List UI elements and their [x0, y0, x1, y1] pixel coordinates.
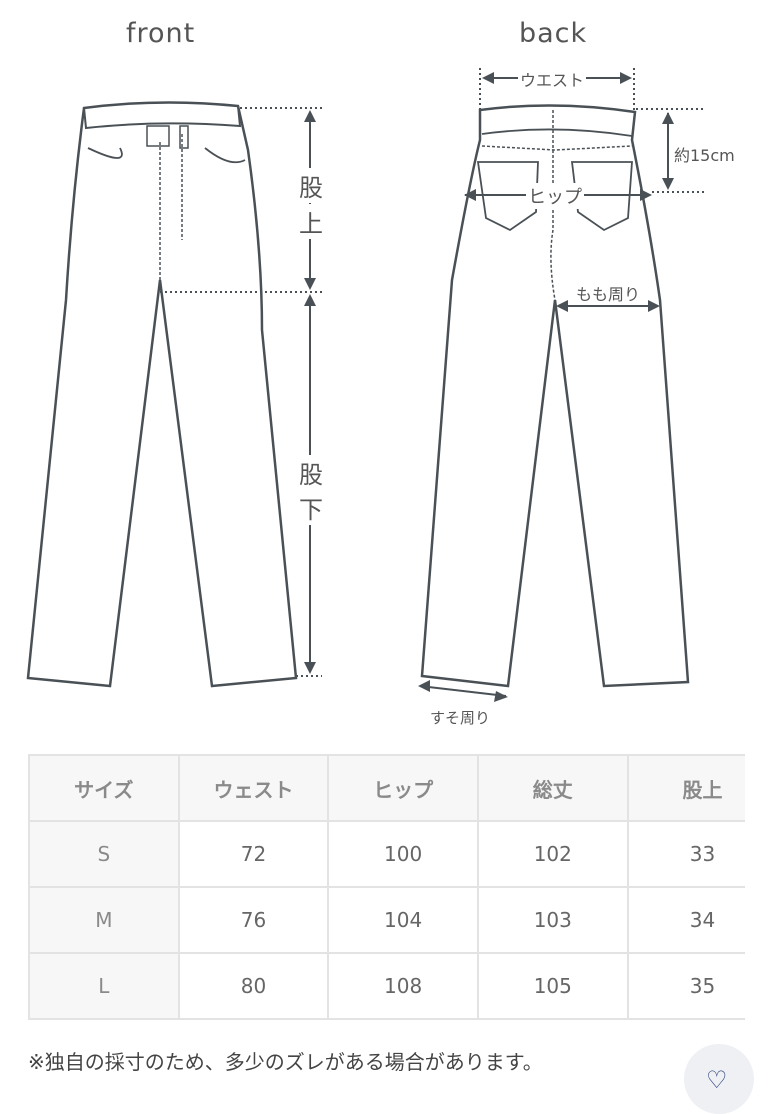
header-waist: ウェスト	[177, 754, 330, 822]
cell: 104	[327, 886, 479, 954]
cell: S	[28, 820, 180, 888]
table-row: S 72 100 102 33 68	[28, 820, 745, 888]
front-pants-drawing	[26, 101, 298, 688]
header-rise: 股上	[626, 754, 745, 822]
cell: 103	[476, 886, 629, 954]
header-size: サイズ	[28, 754, 180, 822]
back-label: back	[519, 18, 588, 49]
header-total-length: 総丈	[476, 754, 629, 822]
cell: 108	[327, 952, 479, 1020]
front-label: front	[126, 18, 196, 49]
size-table[interactable]: サイズ ウェスト ヒップ 総丈 股上 股下 S 72 100 102 33 68…	[28, 754, 745, 1020]
cell: 76	[177, 886, 330, 954]
hem-label: すそ周り	[428, 707, 493, 728]
pants-diagram	[26, 68, 706, 702]
hip-label: ヒップ	[526, 183, 584, 209]
cell: 100	[327, 820, 479, 888]
heart-icon: ♡	[706, 1066, 728, 1094]
cell: 105	[476, 952, 629, 1020]
measurement-note: ※独自の採寸のため、多少のズレがある場合があります。	[28, 1050, 543, 1074]
approx-15cm-label: 約15cm	[674, 142, 735, 166]
waist-label: ウエスト	[518, 67, 587, 91]
table-header-row: サイズ ウェスト ヒップ 総丈 股上 股下	[28, 754, 745, 822]
thigh-label: もも周り	[574, 281, 643, 305]
header-hip: ヒップ	[327, 754, 479, 822]
rise-label-2: 上	[297, 204, 325, 239]
cell: 35	[626, 952, 745, 1020]
cell: L	[28, 952, 180, 1020]
cell: 80	[177, 952, 330, 1020]
rise-label-1: 股	[297, 168, 325, 203]
cell: 33	[626, 820, 745, 888]
inseam-label-2: 下	[297, 490, 325, 525]
inseam-label-1: 股	[297, 455, 325, 490]
cell: 72	[177, 820, 330, 888]
cell: 34	[626, 886, 745, 954]
favorite-button[interactable]: ♡	[684, 1044, 754, 1114]
cell: 102	[476, 820, 629, 888]
table-row: M 76 104 103 34 70	[28, 886, 745, 954]
table-row: L 80 108 105 35 71	[28, 952, 745, 1020]
cell: M	[28, 886, 180, 954]
